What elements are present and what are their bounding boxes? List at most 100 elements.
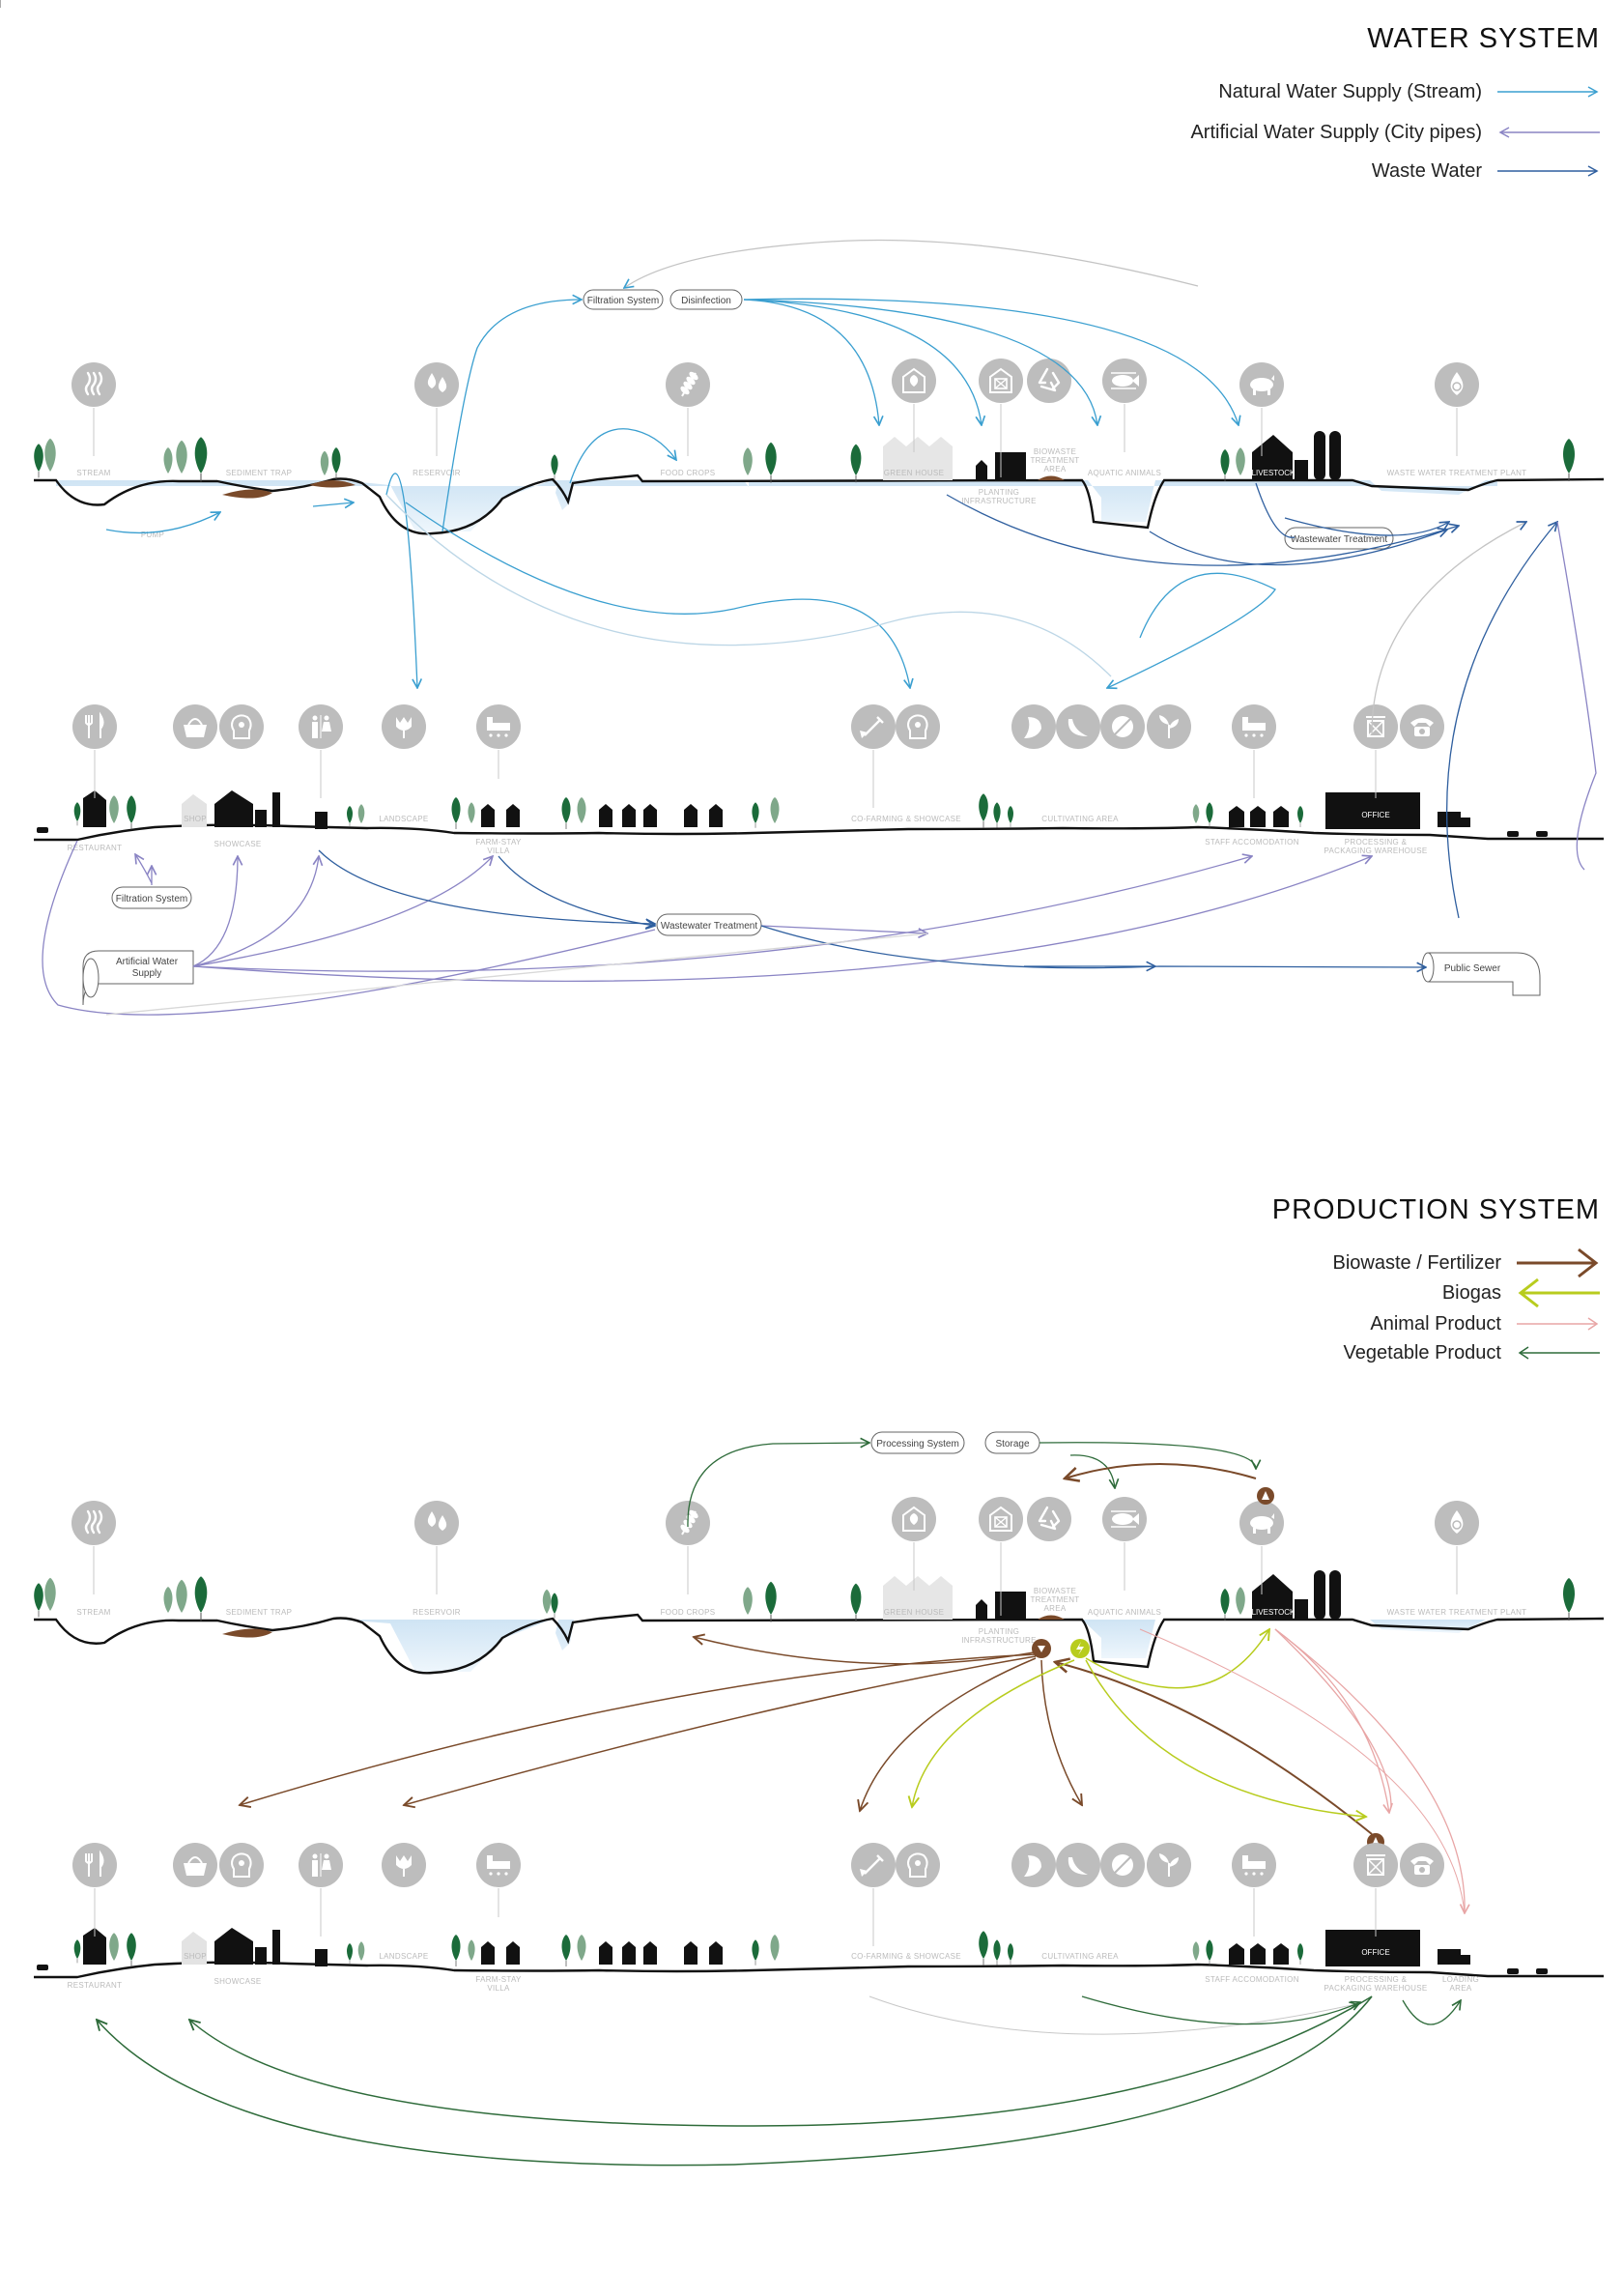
flow-pump [105, 512, 220, 534]
legend-label: Vegetable Product [1343, 1341, 1501, 1363]
flow-return-loop [624, 239, 1199, 288]
flow-to-showcase [240, 1653, 1037, 1805]
label-wwtp: WASTE WATER TREATMENT PLANT [1387, 469, 1527, 477]
artificial-supply-label-2: Supply [132, 968, 162, 979]
legend-arrow-waste [1497, 165, 1599, 177]
label-restaurant: RESTAURANT [68, 844, 123, 852]
disinfection-label: Disinfection [681, 296, 731, 306]
flow-animal-loading-2 [1139, 1628, 1466, 1914]
label-biowaste-1: BIOWASTE [1034, 447, 1076, 456]
bed-icon [476, 704, 521, 779]
disinfection-box [669, 289, 743, 310]
flow-to-landscape [404, 1655, 1037, 1805]
label-farmstay-2: VILLA [487, 1984, 510, 1993]
steam-icon [71, 362, 116, 456]
label-cultivating: CULTIVATING AREA [1041, 815, 1119, 823]
flow-processing-loading [1402, 2000, 1461, 2025]
sprout-icon [1147, 704, 1191, 749]
seed-icon [1100, 704, 1145, 749]
phone-icon [1400, 704, 1444, 749]
fish-icon [1102, 1497, 1147, 1591]
cutlery-icon [72, 704, 117, 798]
legend-waste-water: Waste Water [1372, 157, 1602, 186]
flow-biogas-livestock [1085, 1629, 1269, 1689]
flow-office-biowaste [1055, 1662, 1373, 1835]
flow-to-cofarming [860, 1657, 1037, 1811]
icons-lower-production [72, 1843, 1444, 1946]
flow-to-greenhouse [743, 299, 879, 425]
toilet-building [315, 812, 327, 829]
flow-to-shop [189, 1995, 1373, 2127]
head-idea-icon [896, 1843, 940, 1887]
shop-building [182, 794, 207, 827]
label-processing-1: PROCESSING & [1345, 1975, 1408, 1984]
trees-lower-water [73, 792, 1304, 830]
label-planting-2: INFRASTRUCTURE [961, 497, 1037, 505]
wastewater-treatment-lower-box [656, 913, 762, 936]
pepper-icon [1011, 1843, 1056, 1887]
lower-water-buildings [37, 790, 1548, 837]
label-food-crops: FOOD CROPS [661, 1608, 716, 1617]
label-loading-2: AREA [1450, 1984, 1472, 1993]
basket-icon [173, 1843, 217, 1887]
storage-label: Storage [995, 1439, 1029, 1449]
labels-lower-production: RESTAURANT SHOP SHOWCASE LANDSCAPE FARM-… [68, 1948, 1479, 1993]
label-showcase: SHOWCASE [214, 1977, 261, 1986]
legend-animal-product: Animal Product [1370, 1309, 1602, 1338]
bed-icon [476, 1843, 521, 1917]
flow-storage-livestock [1039, 1442, 1256, 1469]
flow-faint-1 [385, 494, 1112, 677]
label-restaurant: RESTAURANT [68, 1981, 123, 1990]
legend-arrow-animal [1517, 1317, 1599, 1331]
label-reservoir: RESERVOIR [413, 469, 461, 477]
legend-arrow-artificial [1498, 127, 1600, 138]
processing-system-label: Processing System [876, 1439, 959, 1449]
icons-upper-production [71, 1497, 1479, 1616]
label-pump: PUMP [141, 531, 164, 539]
flow-crops-processing [687, 1443, 869, 1528]
label-stream: STREAM [76, 469, 110, 477]
label-shop: SHOP [184, 815, 207, 823]
tulip-icon [382, 1843, 426, 1887]
flow-greenhouse-waste [946, 494, 1459, 566]
restaurant-building [83, 790, 106, 827]
flow-office-wwt [1371, 522, 1526, 735]
flow-biogas-office [1085, 1659, 1366, 1817]
steam-icon [71, 1501, 116, 1594]
label-loading-1: LOADING [1442, 1975, 1479, 1984]
box-icon [1353, 704, 1398, 798]
wastewater-treatment-upper-label: Wastewater Treatment [1291, 534, 1387, 545]
label-planting-1: PLANTING [979, 1627, 1019, 1636]
head-idea-icon [896, 704, 940, 749]
flow-animal-office-2 [1274, 1628, 1392, 1808]
label-staff: STAFF ACCOMODATION [1205, 1975, 1299, 1984]
flow-animal-office [1274, 1628, 1389, 1813]
label-sediment-trap: SEDIMENT TRAP [226, 469, 293, 477]
legend-label: Animal Product [1370, 1312, 1501, 1335]
flow-to-food-crops [569, 428, 676, 484]
greenhouse-icon [892, 1497, 936, 1591]
label-cofarming: CO-FARMING & SHOWCASE [851, 815, 961, 823]
flow-animal-loading [1274, 1628, 1465, 1913]
filtration-system-box [583, 289, 664, 310]
label-reservoir: RESERVOIR [413, 1608, 461, 1617]
flow-sediment-reservoir [312, 502, 354, 506]
filtration-system-lower-box [111, 886, 192, 909]
legend-artificial-water: Artificial Water Supply (City pipes) [1190, 118, 1602, 147]
flow-wwt-purple [760, 925, 927, 933]
bed-icon [1232, 1843, 1276, 1937]
water-drops-icon [414, 362, 459, 456]
legend-arrow-biogas [1518, 1277, 1600, 1308]
label-livestock: LIVESTOCK [1252, 1608, 1296, 1617]
flow-to-filtration [441, 300, 582, 532]
head-idea-icon [219, 1843, 264, 1887]
public-sewer-pipe [1427, 952, 1541, 996]
cutlery-icon [72, 1843, 117, 1937]
label-green-house: GREEN HOUSE [884, 1608, 944, 1617]
label-wwtp: WASTE WATER TREATMENT PLANT [1387, 1608, 1527, 1617]
fish-icon [1102, 359, 1147, 452]
label-cultivating: CULTIVATING AREA [1041, 1952, 1119, 1961]
legend-label: Natural Water Supply (Stream) [1218, 80, 1482, 102]
production-upper-terrain [34, 1570, 1605, 1675]
